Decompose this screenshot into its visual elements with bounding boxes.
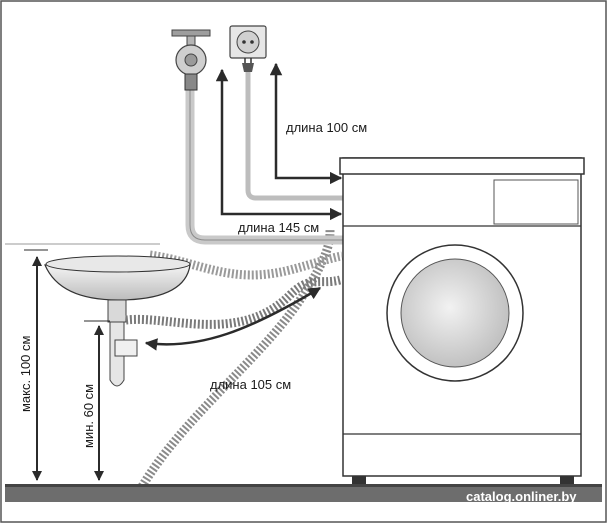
tap-handle xyxy=(171,29,211,37)
machine-foot-left xyxy=(352,476,366,484)
drain-hose-length-arrow xyxy=(144,286,322,351)
floor-edge xyxy=(5,484,602,487)
detergent-drawer xyxy=(493,179,579,225)
washing-machine xyxy=(339,157,585,484)
water-tap-icon xyxy=(171,29,211,91)
watermark: catalog.onliner.by xyxy=(466,489,577,504)
floor xyxy=(5,484,602,502)
power-socket-icon xyxy=(229,25,267,59)
plug-body xyxy=(242,63,254,72)
tap-center xyxy=(184,53,198,67)
machine-top xyxy=(339,157,585,175)
drain-hose xyxy=(125,275,342,329)
inlet-hose-outline xyxy=(189,90,343,241)
siphon-outlet xyxy=(114,339,138,357)
drain-hose-length-label: длина 105 см xyxy=(210,377,291,392)
rear-hose xyxy=(149,250,343,280)
machine-foot-right xyxy=(560,476,574,484)
sink-pipe xyxy=(107,299,127,323)
inlet-hose-length-arrow xyxy=(215,68,343,221)
socket-hole-left xyxy=(242,40,246,44)
sink-rim xyxy=(45,255,191,273)
inlet-hose-length-label: длина 145 см xyxy=(238,220,319,235)
socket-face xyxy=(236,30,260,54)
min-height-label: мин. 60 см xyxy=(81,384,96,448)
socket-hole-right xyxy=(250,40,254,44)
max-height-label: макс. 100 см xyxy=(18,335,33,412)
power-cord-length-label: длина 100 см xyxy=(286,120,367,135)
tap-outlet xyxy=(184,73,198,91)
door-glass xyxy=(400,258,510,368)
